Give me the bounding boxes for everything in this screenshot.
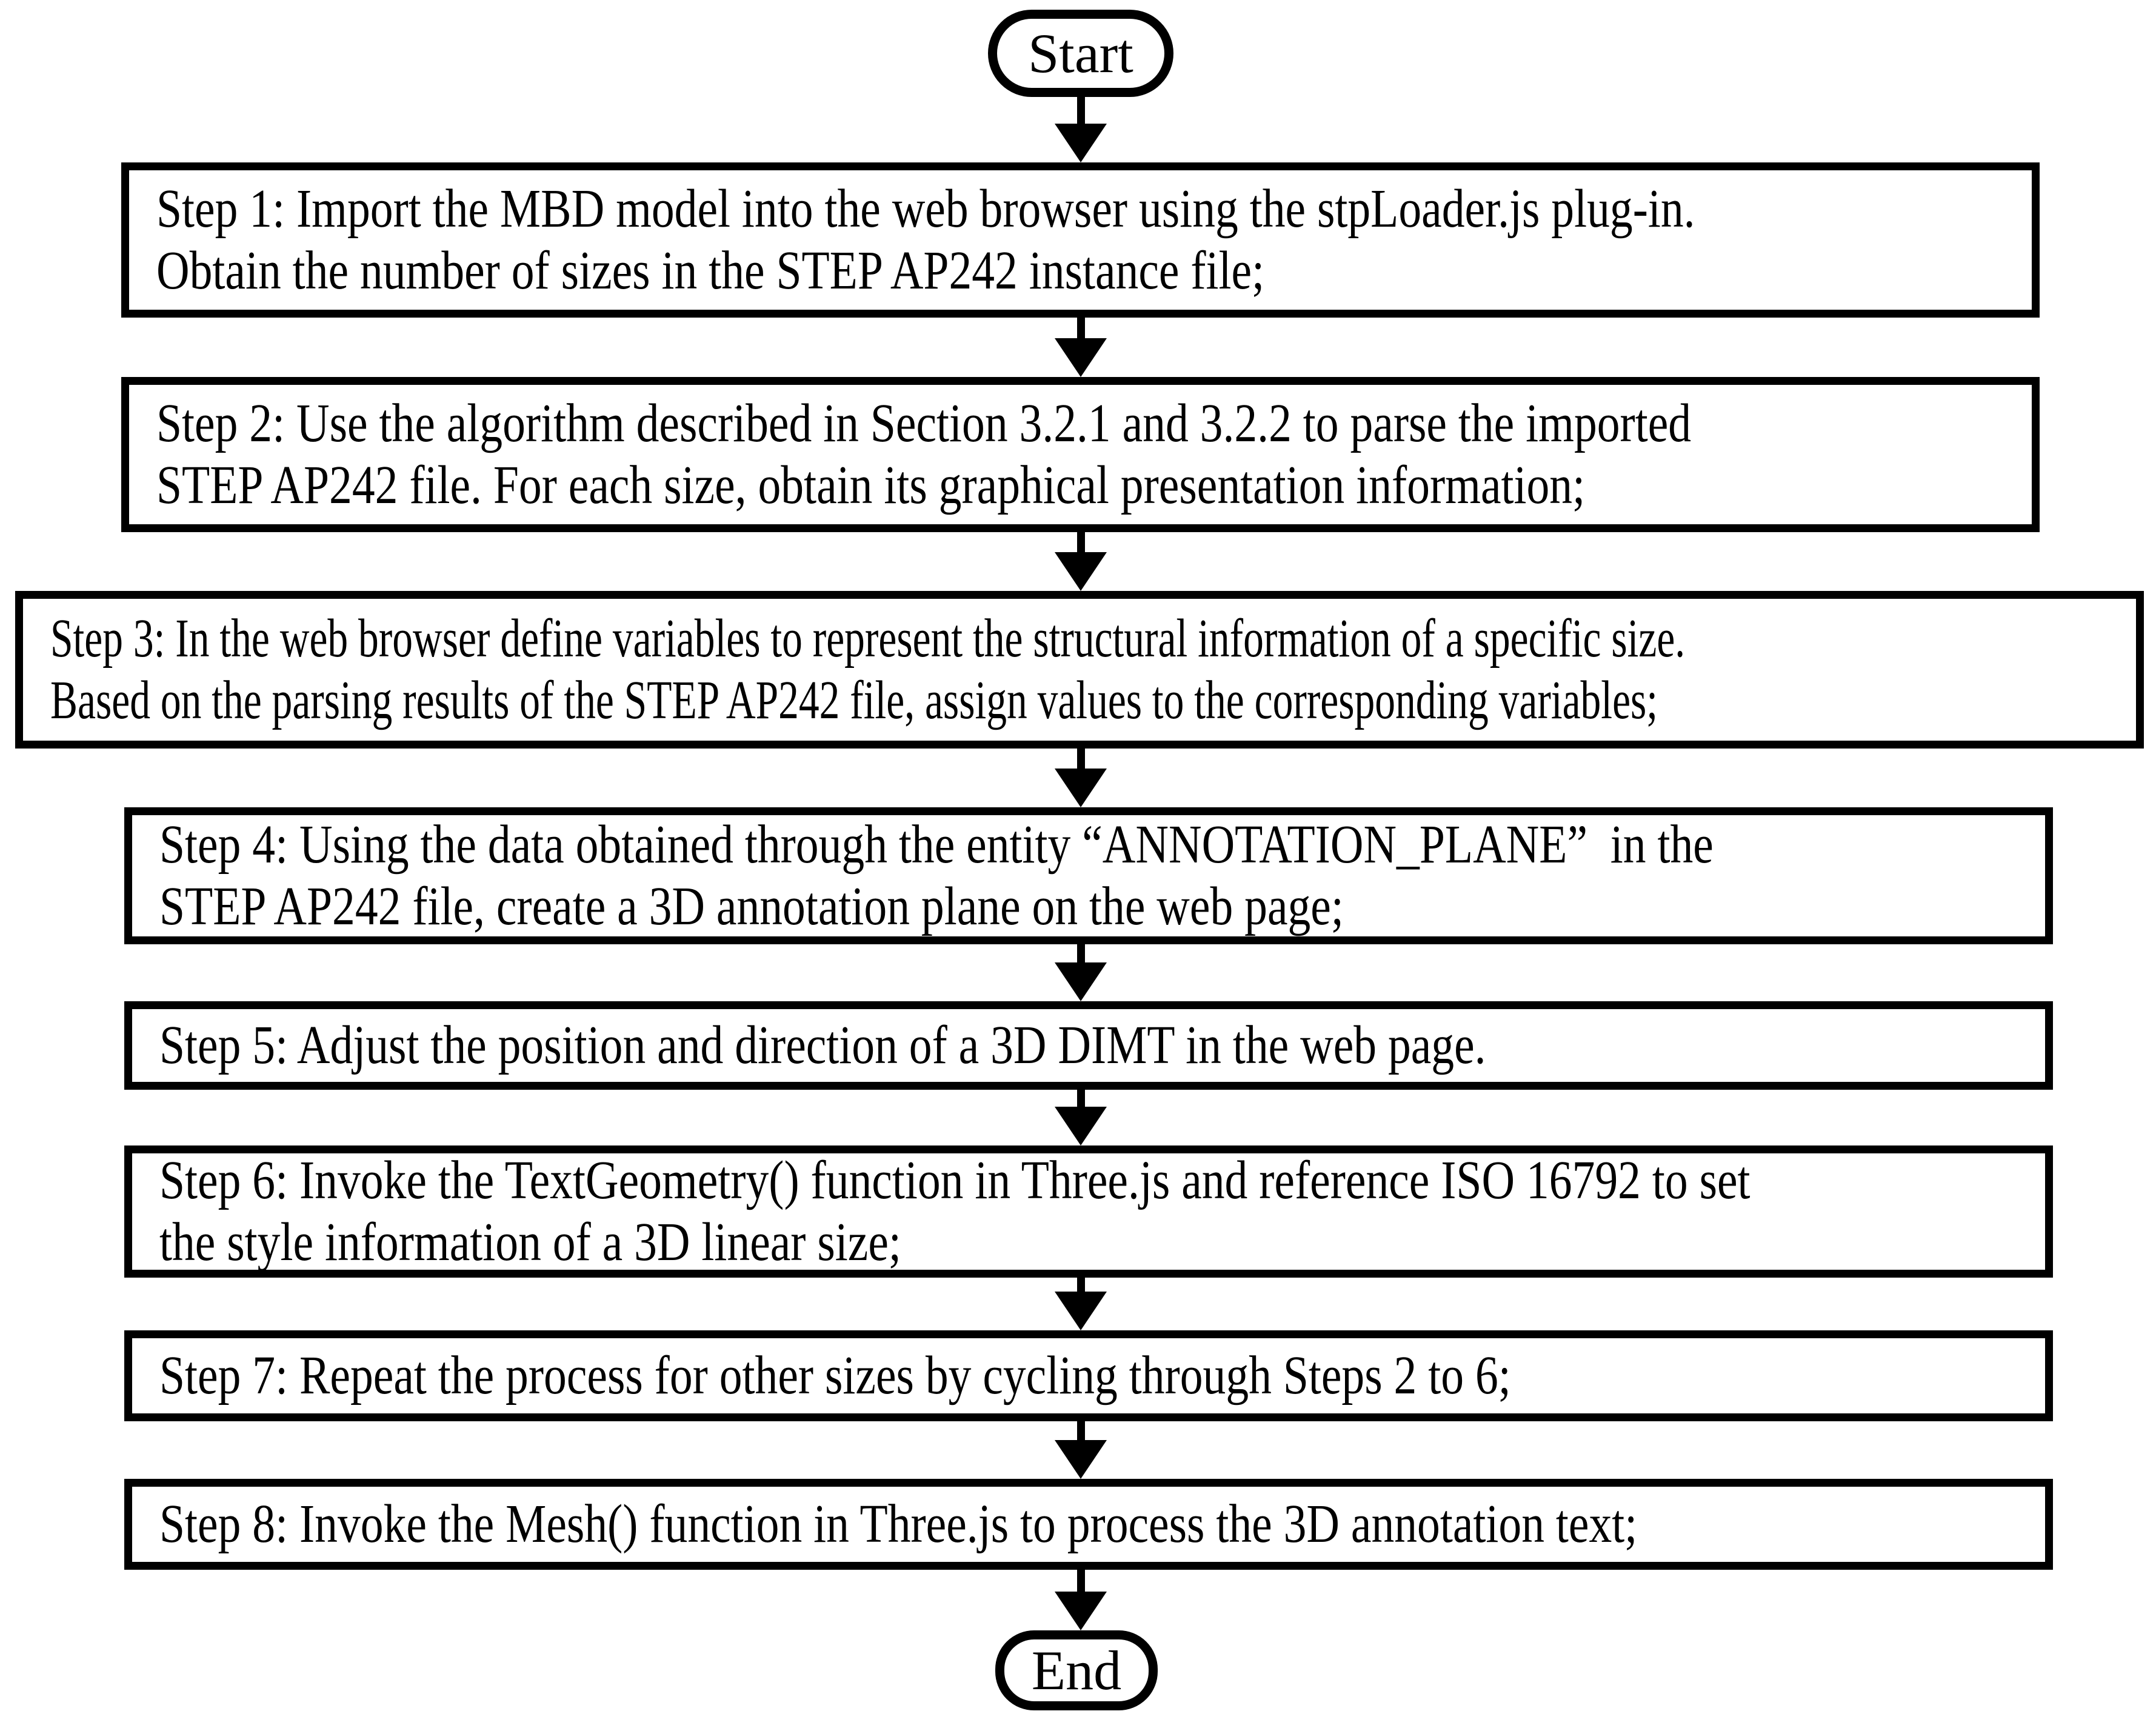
arrow-down-icon [1055,1292,1107,1330]
step-3-text: Step 3: In the web browser define variab… [50,609,1686,730]
step-4-text: Step 4: Using the data obtained through … [159,815,1714,936]
start-node-label: Start [1028,22,1133,84]
step-2-box: Step 2: Use the algorithm described in S… [121,377,2040,532]
arrow-down-icon [1055,1440,1107,1479]
flow-arrow-step8-to-end [1055,1569,1107,1630]
arrow-down-icon [1055,338,1107,377]
arrow-shaft [1076,1420,1085,1440]
arrow-down-icon [1055,962,1107,1001]
end-node-label: End [1031,1639,1122,1701]
step-5-text: Step 5: Adjust the position and directio… [159,1015,1486,1076]
arrow-shaft [1076,531,1085,552]
arrow-shaft [1076,943,1085,962]
step-2-text: Step 2: Use the algorithm described in S… [156,393,1692,515]
flow-arrow-step7-to-step8 [1055,1420,1107,1479]
arrow-down-icon [1055,552,1107,591]
arrow-shaft [1076,1569,1085,1592]
step-6-box: Step 6: Invoke the TextGeometry() functi… [124,1145,2053,1278]
step-4-box: Step 4: Using the data obtained through … [124,807,2053,944]
step-3-box: Step 3: In the web browser define variab… [15,591,2144,749]
step-8-text: Step 8: Invoke the Mesh() function in Th… [159,1494,1638,1555]
step-5-box: Step 5: Adjust the position and directio… [124,1001,2053,1090]
arrow-shaft [1076,1276,1085,1292]
flow-arrow-start-to-step1 [1055,96,1107,162]
step-6-text: Step 6: Invoke the TextGeometry() functi… [159,1150,1750,1272]
step-1-box: Step 1: Import the MBD model into the we… [121,162,2040,318]
flow-arrow-step1-to-step2 [1055,316,1107,377]
step-7-box: Step 7: Repeat the process for other siz… [124,1330,2053,1421]
flow-arrow-step4-to-step5 [1055,943,1107,1001]
arrow-shaft [1076,96,1085,124]
step-8-box: Step 8: Invoke the Mesh() function in Th… [124,1479,2053,1570]
arrow-down-icon [1055,124,1107,162]
arrow-shaft [1076,316,1085,338]
flow-arrow-step5-to-step6 [1055,1089,1107,1145]
start-node: Start [988,10,1173,97]
end-node: End [995,1630,1158,1710]
step-1-text: Step 1: Import the MBD model into the we… [156,179,1695,301]
flow-arrow-step6-to-step7 [1055,1276,1107,1330]
arrow-shaft [1076,747,1085,769]
arrow-down-icon [1055,1592,1107,1630]
arrow-shaft [1076,1089,1085,1107]
flow-arrow-step3-to-step4 [1055,747,1107,807]
step-7-text: Step 7: Repeat the process for other siz… [159,1346,1511,1406]
arrow-down-icon [1055,1107,1107,1145]
arrow-down-icon [1055,769,1107,807]
flow-arrow-step2-to-step3 [1055,531,1107,591]
